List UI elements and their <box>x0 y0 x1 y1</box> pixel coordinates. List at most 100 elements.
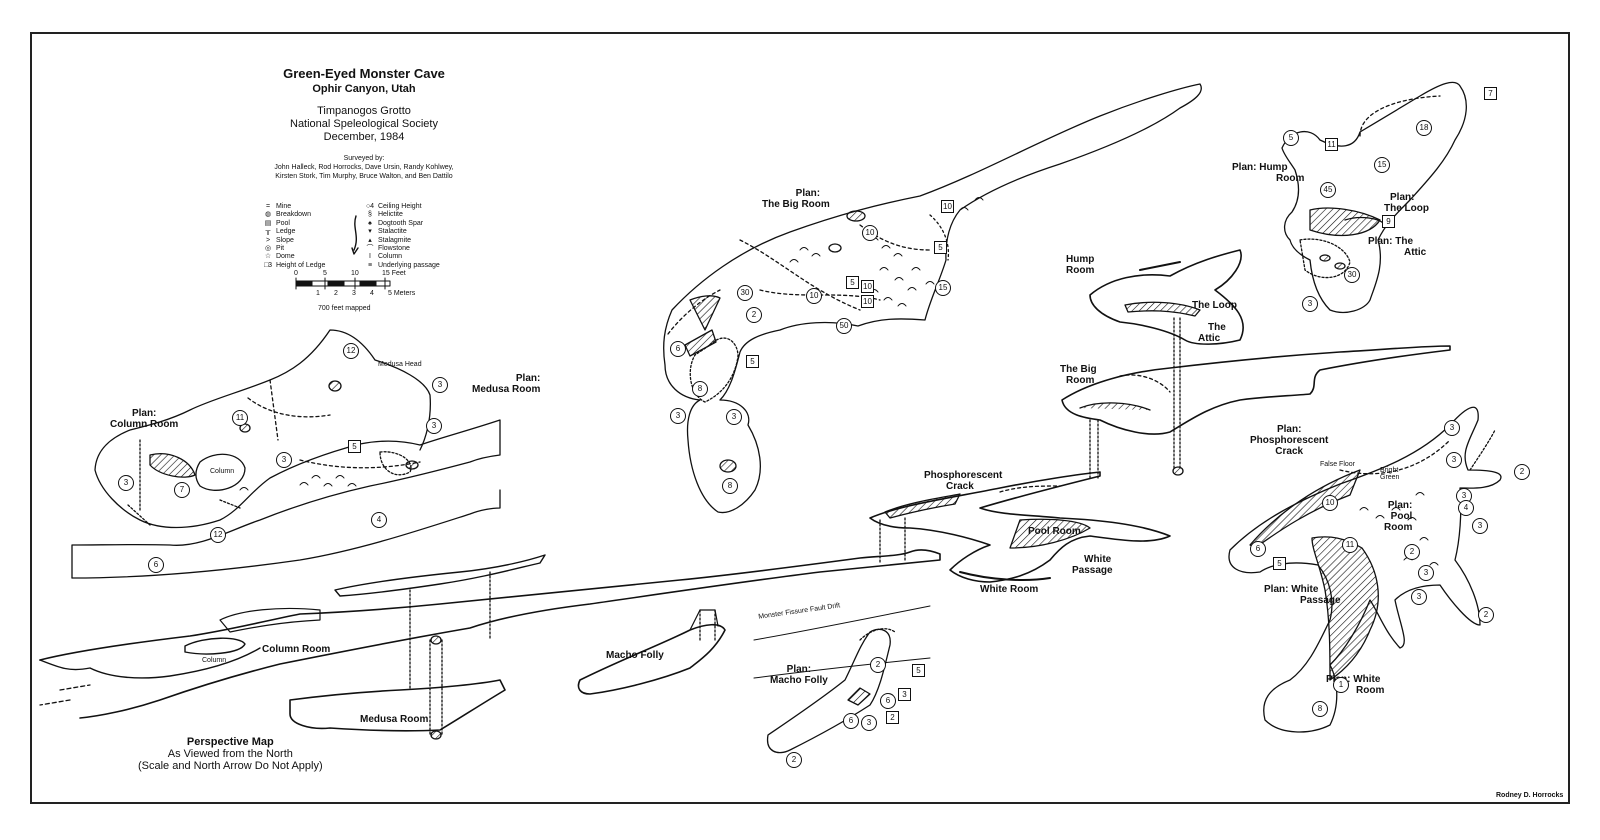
ceiling-height-marker: 3 <box>1418 565 1434 581</box>
label-plan-the-loop: Plan: The Loop <box>1384 192 1429 214</box>
legend-item: I Column <box>364 253 440 261</box>
legend-item: ╥ Ledge <box>262 228 325 236</box>
legend-item: > Slope <box>262 237 325 245</box>
label-the-loop: The Loop <box>1192 300 1237 311</box>
label-line: Plan: <box>515 373 541 384</box>
ceiling-height-marker: 3 <box>670 408 686 424</box>
legend-label: Mine <box>275 203 292 210</box>
legend-item: § Helictite <box>364 211 440 219</box>
legend-item: ♠ Dogtooth Spar <box>364 220 440 228</box>
ceiling-height-marker: 3 <box>276 452 292 468</box>
ledge-height-marker: 5 <box>746 355 759 368</box>
ceiling-height-marker: 3 <box>861 715 877 731</box>
label-line: Attic <box>1198 333 1221 344</box>
label-line: Plan: <box>786 664 812 675</box>
ceiling-height-marker: 3 <box>1302 296 1318 312</box>
ceiling-height-marker: 2 <box>746 307 762 323</box>
pool-icon: ▤ <box>264 219 272 227</box>
label-line: Plan: <box>131 408 157 419</box>
label-the-attic: The Attic <box>1198 322 1226 344</box>
label-plan-medusa-room: Plan: Medusa Room <box>472 373 540 395</box>
ledge-height-marker: 10 <box>941 200 954 213</box>
ceiling-height-marker: 3 <box>1446 452 1462 468</box>
surveyed-by-label: Surveyed by: <box>343 155 385 162</box>
ceiling-height-marker: 6 <box>843 713 859 729</box>
label-plan-pool-room: Plan: Pool Room <box>1384 500 1412 533</box>
label-column: Column <box>202 657 227 664</box>
label-white-passage: White Passage <box>1072 554 1113 576</box>
legend-item: ◍ Breakdown <box>262 211 325 219</box>
label-line: Plan: <box>1387 500 1413 511</box>
ceiling-height-marker: 3 <box>426 418 442 434</box>
ceiling-height-marker: 8 <box>1312 701 1328 717</box>
legend-label: Column <box>377 253 403 261</box>
scale-tick-meters: 2 <box>334 290 338 297</box>
ceiling-height-marker: 10 <box>806 288 822 304</box>
ceiling-height-marker: 45 <box>1320 182 1336 198</box>
label-line: White <box>1084 554 1112 565</box>
legend-label: Dome <box>275 253 295 261</box>
label-line: Green <box>1380 474 1400 481</box>
label-line: Passage <box>1072 565 1113 576</box>
perspective-note-line: As Viewed from the North <box>167 748 293 760</box>
label-plan-white-passage: Plan: White Passage <box>1264 584 1341 606</box>
label-line: Room <box>1066 375 1095 386</box>
scale-tick-meters: 4 <box>370 290 374 297</box>
surveyors: Surveyed by: John Halleck, Rod Horrocks,… <box>244 154 484 181</box>
dogtooth-spar-icon: ♠ <box>368 219 372 227</box>
legend-label: Helictite <box>377 211 403 219</box>
ceiling-height-marker: 6 <box>670 341 686 357</box>
map-title: Green-Eyed Monster Cave <box>283 66 445 81</box>
scale-tick-feet: 0 <box>294 270 298 277</box>
ledge-height-marker: 10 <box>861 295 874 308</box>
label-false-floor: False Floor <box>1320 461 1356 468</box>
pit-icon: ◎ <box>264 245 272 253</box>
label-pool-room: Pool Room <box>1028 526 1081 537</box>
stalactite-icon: ▾ <box>368 228 372 236</box>
helictite-icon: § <box>368 211 372 219</box>
plan-column-medusa-room <box>71 329 501 579</box>
legend-label: Pool <box>275 219 290 227</box>
surveyors-line: John Halleck, Rod Horrocks, Dave Ursin, … <box>274 164 454 171</box>
label-line: The Big <box>1060 364 1097 375</box>
label-line: Hump <box>1066 254 1095 265</box>
legend-item: = Mine <box>262 203 325 211</box>
label-plan-big-room: Plan: The Big Room <box>762 188 830 210</box>
perspective-note-line: (Scale and North Arrow Do Not Apply) <box>138 760 323 772</box>
label-line: Phosphorescent <box>1250 435 1329 446</box>
perspective-note-line: Perspective Map <box>186 736 274 748</box>
surveyors-line: Kirsten Stork, Tim Murphy, Bruce Walton,… <box>275 173 453 180</box>
ceiling-height-marker: 3 <box>432 377 448 393</box>
ceiling-height-marker: 50 <box>836 318 852 334</box>
ceiling-height-marker: 12 <box>210 527 226 543</box>
label-line: Crack <box>946 481 974 492</box>
ceiling-height-marker: 4 <box>1458 500 1474 516</box>
perspective-upper-right <box>1061 249 1451 481</box>
ceiling-height-marker: 18 <box>1416 120 1432 136</box>
ceiling-height-marker: 3 <box>118 475 134 491</box>
ceiling-height-marker: 2 <box>1514 464 1530 480</box>
label-line: Plan: <box>795 188 821 199</box>
label-line: Bright <box>1380 467 1399 474</box>
ceiling-height-marker: 6 <box>1250 541 1266 557</box>
label-plan-phosphorescent-crack: Plan: Phosphorescent Crack <box>1250 424 1328 457</box>
ledge-height-marker: 9 <box>1382 215 1395 228</box>
scale-bar <box>295 277 391 290</box>
mine-icon: = <box>265 203 271 210</box>
map-frame <box>30 32 1570 804</box>
label-line: Room <box>1356 685 1385 696</box>
ceiling-height-marker: 10 <box>862 225 878 241</box>
column-icon: I <box>369 253 371 261</box>
legend-item: □3 Height of Ledge <box>262 262 325 270</box>
ceiling-height-marker: 3 <box>1472 518 1488 534</box>
underlying-passage-icon: ≡ <box>367 261 373 269</box>
legend-item: ▤ Pool <box>262 220 325 228</box>
ledge-height-marker: 5 <box>348 440 361 453</box>
ceiling-height-marker: 12 <box>343 343 359 359</box>
label-white-room: White Room <box>980 584 1039 595</box>
scale-tick-meters: 5 Meters <box>388 290 416 297</box>
legend-label: Pit <box>275 245 285 253</box>
label-line: Room <box>1066 265 1095 276</box>
label-line: Passage <box>1300 595 1341 606</box>
label-line: The Loop <box>1384 203 1429 214</box>
